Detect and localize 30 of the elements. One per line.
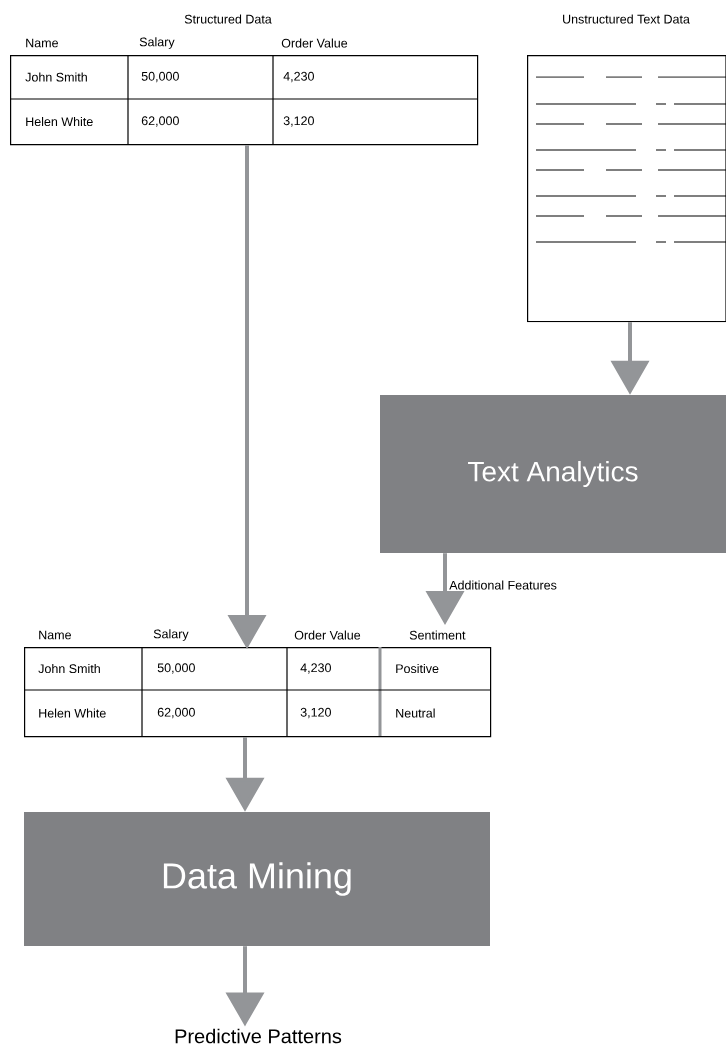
- table-cell: Neutral: [396, 708, 435, 718]
- column-header: Order Value: [294, 630, 361, 640]
- output-label: Predictive Patterns: [175, 1028, 342, 1044]
- table-cell: 50,000: [141, 71, 179, 83]
- table-cell: Positive: [396, 663, 439, 674]
- table-cell: John Smith: [25, 72, 87, 82]
- column-header: Sentiment: [409, 630, 466, 640]
- process-box: Text Analytics: [380, 395, 726, 553]
- table-cell: Helen White: [26, 116, 93, 127]
- table-cell: 50,000: [157, 663, 195, 674]
- process-box: Data Mining: [24, 812, 490, 946]
- table-cell: Helen White: [39, 708, 106, 718]
- column-header: Salary: [153, 629, 189, 641]
- table-cell: 4,230: [300, 663, 331, 674]
- table: [23, 629, 492, 738]
- table-cell: 3,120: [300, 707, 331, 719]
- table-cell: 62,000: [141, 116, 179, 127]
- column-header: Name: [39, 630, 71, 640]
- table-cell: 4,230: [283, 71, 314, 83]
- table-cell: 3,120: [283, 116, 314, 127]
- edge-label: Additional Features: [448, 579, 558, 591]
- column-header: Salary: [139, 37, 175, 49]
- table-title: Structured Data: [184, 14, 272, 24]
- column-header: Name: [26, 38, 58, 48]
- table-cell: 62,000: [157, 707, 195, 719]
- document-title: Unstructured Text Data: [563, 14, 690, 24]
- document: [527, 14, 726, 323]
- table: [9, 14, 479, 146]
- column-header: Order Value: [281, 38, 348, 48]
- table-cell: John Smith: [38, 663, 100, 674]
